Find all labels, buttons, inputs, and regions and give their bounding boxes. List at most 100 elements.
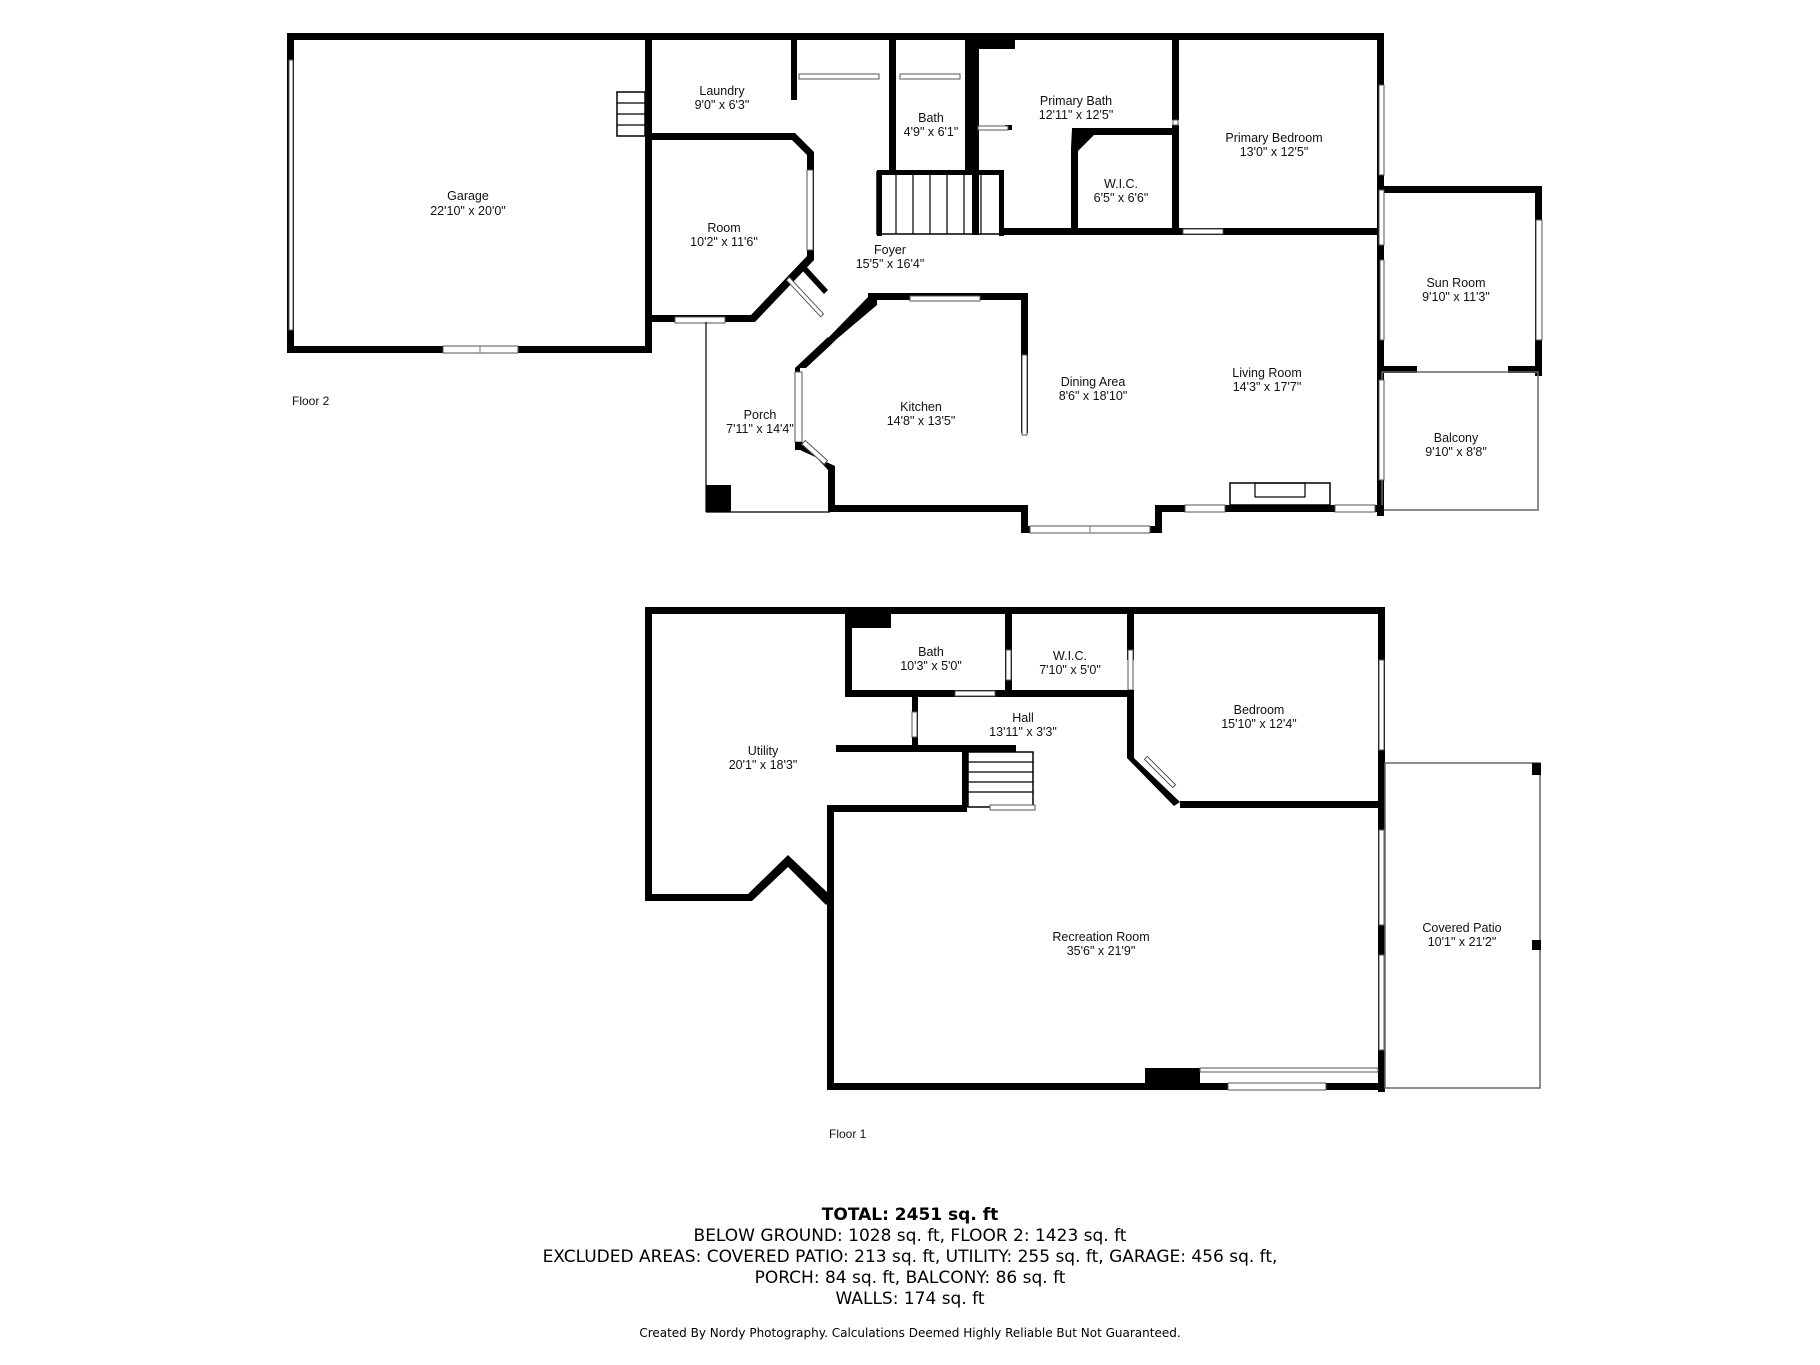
utility-hall-wall [836, 745, 1016, 752]
bedroom-name: Bedroom [1234, 703, 1285, 717]
utility-name: Utility [748, 744, 779, 758]
porch-dims: 7'11" x 14'4" [726, 422, 794, 436]
sun-room-door [1379, 259, 1385, 341]
bath-west-wall [889, 40, 896, 170]
kitchen-dims: 14'8" x 13'5" [887, 414, 956, 428]
dining-east-wall [1155, 505, 1162, 533]
bath-f2-name: Bath [918, 111, 944, 125]
kitchen-window [909, 295, 981, 302]
bath-f1-south-wall [845, 690, 1035, 697]
sun-room-south-wall-east [1508, 366, 1542, 373]
area-summary: TOTAL: 2451 sq. ft BELOW GROUND: 1028 sq… [0, 1205, 1820, 1310]
utility-dims: 20'1" x 18'3" [729, 758, 798, 772]
wic-f1-south-wall [1005, 690, 1130, 697]
credit-line: Created By Nordy Photography. Calculatio… [639, 1326, 1181, 1340]
total-area: TOTAL: 2451 sq. ft [821, 1205, 999, 1225]
wic-walls [1071, 128, 1179, 232]
floor-2-plan: Garage 22'10" x 20'0" Laundry 9'0" x 6'3… [287, 33, 1543, 534]
room-window [674, 316, 726, 324]
balcony-door [1378, 379, 1385, 481]
floor2-north-wall-west [287, 33, 650, 40]
sun-room-windows [1535, 219, 1543, 341]
kitchen-name: Kitchen [900, 400, 942, 414]
kitchen-west-angle [795, 337, 836, 375]
living-south-wall [1155, 505, 1384, 512]
recreation-fireplace [1145, 1068, 1200, 1086]
garage-name: Garage [447, 189, 489, 203]
kitchen-nw-wall [828, 297, 877, 343]
summary-line-3: PORCH: 84 sq. ft, BALCONY: 86 sq. ft [754, 1268, 1066, 1288]
utility-west-wall [645, 607, 652, 901]
floor2-east-wall [1377, 186, 1384, 516]
floor2-labels: Garage 22'10" x 20'0" Laundry 9'0" x 6'3… [292, 84, 1490, 459]
patio-post-north [1532, 763, 1541, 775]
bedroom-south-wall [1180, 801, 1385, 808]
wic-f1-name: W.I.C. [1053, 649, 1087, 663]
wic-f2-dims: 6'5" x 6'6" [1094, 191, 1149, 205]
living-room-name: Living Room [1232, 366, 1301, 380]
bedroom-angled-wall [1127, 758, 1180, 806]
primary-bedroom-west-wall [1172, 40, 1179, 120]
kitchen-bay-window [794, 371, 803, 443]
recreation-room-dims: 35'6" x 21'9" [1067, 944, 1136, 958]
bedroom-dims: 15'10" x 12'4" [1221, 717, 1297, 731]
living-room-door [1378, 189, 1385, 246]
recreation-door-south [1378, 954, 1385, 1051]
bedroom-window [1378, 659, 1385, 751]
foyer-closet-door [798, 73, 880, 80]
room-door [806, 169, 814, 251]
patio-post-middle [1532, 940, 1541, 950]
wic-f1-dims: 7'10" x 5'0" [1039, 663, 1101, 677]
covered-patio-name: Covered Patio [1422, 921, 1501, 935]
recreation-counter [1199, 1067, 1379, 1073]
porch-name: Porch [744, 408, 777, 422]
living-window-east [1334, 504, 1376, 513]
summary-line-2: EXCLUDED AREAS: COVERED PATIO: 213 sq. f… [542, 1247, 1278, 1267]
hall-name: Hall [1012, 711, 1034, 725]
balcony-name: Balcony [1434, 431, 1479, 445]
recreation-door-north [1378, 829, 1385, 926]
bath-f1-dims: 10'3" x 5'0" [900, 659, 962, 673]
wic-f1-east-wall [1127, 612, 1134, 660]
kitchen-south-wall [795, 442, 1027, 512]
primary-bedroom-name: Primary Bedroom [1225, 131, 1322, 145]
recreation-room-name: Recreation Room [1052, 930, 1149, 944]
floor1-labels: Bath 10'3" x 5'0" W.I.C. 7'10" x 5'0" Ha… [729, 645, 1502, 1141]
hall-dims: 13'11" x 3'3" [989, 725, 1057, 739]
recreation-window [1227, 1082, 1327, 1091]
wic-east-wall [1172, 125, 1179, 235]
laundry-east-wall [791, 40, 797, 100]
floor2-north-wall [650, 33, 1384, 40]
garage-east-wall [645, 40, 652, 353]
utility-south-wall [645, 855, 830, 905]
primary-bedroom-door [1182, 228, 1224, 235]
porch-post [706, 485, 731, 512]
living-room-dims: 14'3" x 17'7" [1233, 380, 1302, 394]
primary-bedroom-window [1378, 84, 1385, 176]
primary-bath-name: Primary Bath [1040, 94, 1112, 108]
bedroom-west-wall [1127, 720, 1134, 758]
bath-f1-door [954, 690, 996, 697]
floor-2-label: Floor 2 [292, 394, 330, 408]
sun-room-north-wall [1377, 186, 1542, 193]
primary-bath-west-wall [972, 40, 979, 235]
laundry-dims: 9'0" x 6'3" [695, 98, 750, 112]
sun-room-south-wall-west [1377, 366, 1417, 373]
primary-bath-door [977, 125, 1009, 131]
bath-f1-name: Bath [918, 645, 944, 659]
recreation-west-wall [827, 805, 834, 1090]
fireplace [1229, 482, 1331, 506]
summary-line-4: WALLS: 174 sq. ft [835, 1289, 985, 1309]
bath-east-wall [965, 40, 972, 170]
dining-area-dims: 8'6" x 18'10" [1059, 389, 1128, 403]
garage-door [288, 59, 294, 331]
floor-1-label: Floor 1 [829, 1127, 867, 1141]
foyer-dims: 15'5" x 16'4" [856, 257, 925, 271]
summary-line-1: BELOW GROUND: 1028 sq. ft, FLOOR 2: 1423… [693, 1226, 1127, 1246]
foyer-angled-wall [800, 264, 828, 294]
living-window-west [1184, 504, 1226, 513]
laundry-name: Laundry [699, 84, 745, 98]
balcony-dims: 9'10" x 8'8" [1425, 445, 1487, 459]
floor1-chimney-block [845, 612, 891, 628]
